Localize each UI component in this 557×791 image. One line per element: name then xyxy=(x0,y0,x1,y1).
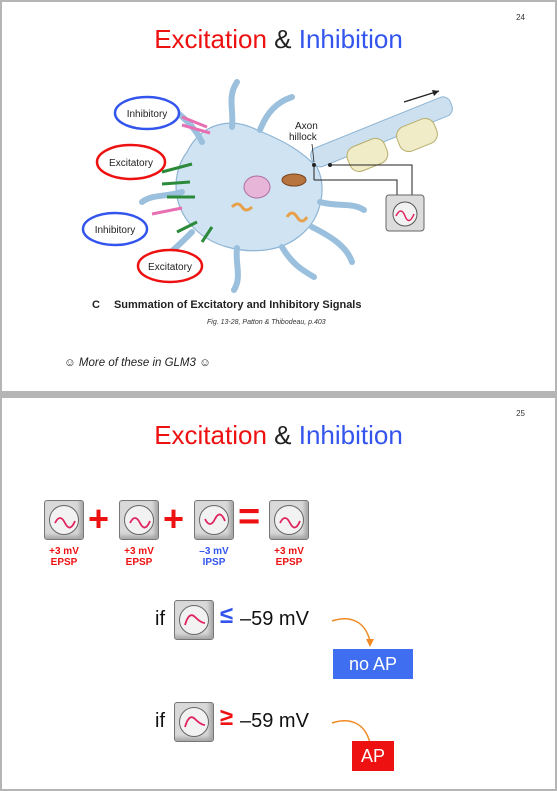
slide-title: Excitation & Inhibition xyxy=(2,420,555,451)
meter-icon xyxy=(269,500,309,540)
excitatory-oval xyxy=(95,143,167,181)
nucleus xyxy=(243,175,271,199)
title-ampersand: & xyxy=(274,24,292,54)
title-inhibition: Inhibition xyxy=(298,420,403,450)
title-excitation: Excitation xyxy=(154,420,267,450)
equals-icon: = xyxy=(238,496,261,538)
axon xyxy=(310,96,453,168)
slide-number: 24 xyxy=(516,13,525,22)
oval-label: Excitatory xyxy=(148,262,192,273)
arrow-icon xyxy=(331,618,374,647)
excitatory-oval xyxy=(136,248,204,284)
threshold-value: –59 mV xyxy=(240,608,309,630)
title-excitation: Excitation xyxy=(154,24,267,54)
oval-label: Inhibitory xyxy=(95,225,136,236)
slide-24: 24 Excitation & Inhibition xyxy=(2,2,555,391)
oval-label: Inhibitory xyxy=(127,109,168,120)
less-equal-symbol: ≤ xyxy=(220,602,234,629)
meter-icon xyxy=(174,600,214,640)
plus-icon: + xyxy=(88,498,110,539)
greater-equal-symbol: ≥ xyxy=(220,704,234,731)
figure-caption: C Summation of Excitatory and Inhibitory … xyxy=(92,299,362,311)
meter-icon xyxy=(44,500,84,540)
meter-icon xyxy=(194,500,234,540)
result-badge-ap: AP xyxy=(352,741,394,771)
figure-credit: Fig. 13-28, Patton & Thibodeau, p.403 xyxy=(207,319,326,326)
condition-if: if xyxy=(155,608,165,630)
result-badge-no-ap: no AP xyxy=(333,649,413,679)
title-inhibition: Inhibition xyxy=(298,24,403,54)
slide-number: 25 xyxy=(516,409,525,418)
myelin-segment xyxy=(346,137,389,172)
inhibitory-oval xyxy=(113,95,181,131)
inhibitory-oval xyxy=(81,211,149,247)
threshold-value: –59 mV xyxy=(240,710,309,732)
caption-letter: C xyxy=(92,299,100,311)
more-note: ☺ More of these in GLM3 ☺ xyxy=(64,357,211,369)
condition-if: if xyxy=(155,710,165,732)
myelin-segment xyxy=(396,117,438,153)
mitochondrion xyxy=(281,173,307,187)
meter-icon xyxy=(174,702,214,742)
plus-icon: + xyxy=(163,498,185,539)
slide-title: Excitation & Inhibition xyxy=(2,24,555,55)
caption-text: Summation of Excitatory and Inhibitory S… xyxy=(113,299,362,311)
synapse-terminals xyxy=(151,115,214,243)
title-ampersand: & xyxy=(274,420,292,450)
meter-icon xyxy=(119,500,159,540)
oval-label: Excitatory xyxy=(109,158,153,169)
